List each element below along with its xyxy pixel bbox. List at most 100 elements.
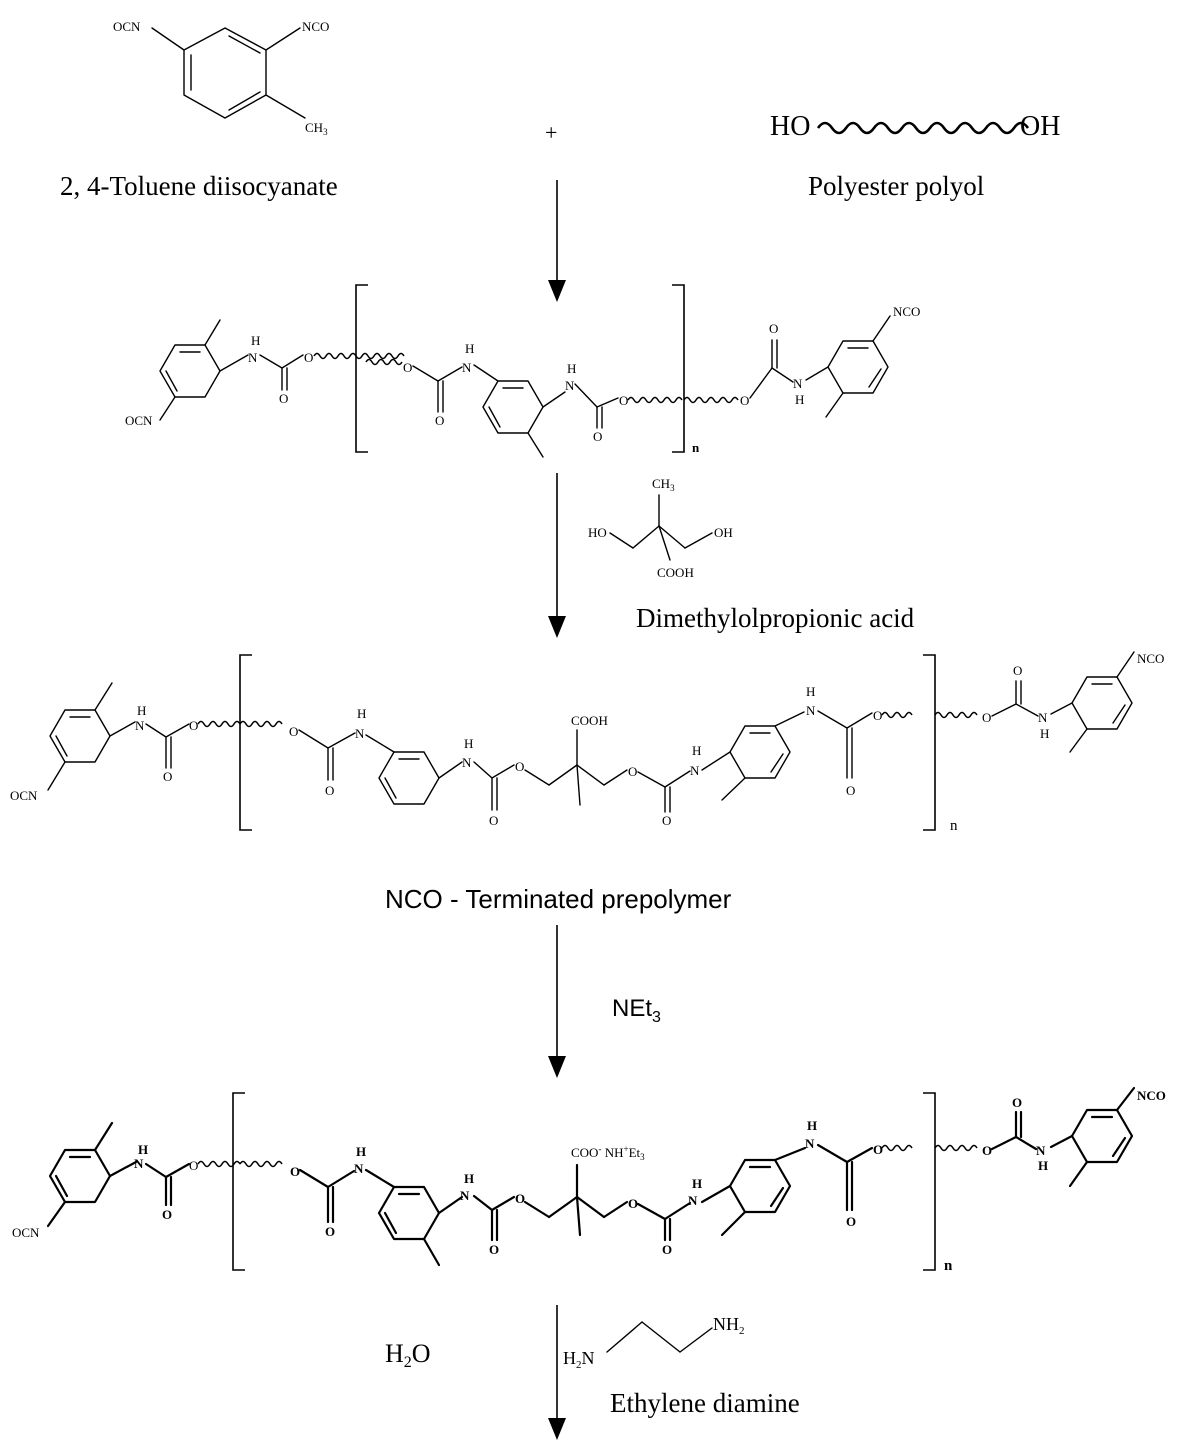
tdi-ch3-label: CH3 (305, 120, 328, 137)
eda-structure: H2N NH2 (563, 1314, 745, 1371)
svg-text:O: O (435, 413, 444, 428)
arrow-2 (548, 473, 566, 638)
svg-text:O: O (489, 1242, 499, 1257)
svg-text:O: O (873, 708, 882, 723)
prepolymer-structure: OCN H N O O O O H N H N O O (10, 651, 1164, 834)
svg-text:N: N (355, 726, 365, 741)
svg-text:N: N (248, 350, 258, 365)
svg-text:H: H (138, 1142, 148, 1157)
svg-text:N: N (135, 718, 145, 733)
svg-text:H2N: H2N (563, 1348, 595, 1371)
svg-text:HO: HO (588, 525, 607, 540)
eda-name: Ethylene diamine (610, 1388, 800, 1418)
svg-text:H: H (465, 341, 474, 356)
svg-text:O: O (740, 393, 749, 408)
svg-text:O: O (489, 813, 498, 828)
svg-text:O: O (662, 1242, 672, 1257)
svg-text:H: H (807, 1118, 817, 1133)
svg-text:O: O (982, 1143, 992, 1158)
svg-text:N: N (793, 376, 803, 391)
svg-text:H: H (1038, 1158, 1048, 1173)
svg-text:O: O (846, 1214, 856, 1229)
svg-text:COO- NH+Et3: COO- NH+Et3 (571, 1144, 645, 1162)
svg-text:H: H (357, 706, 366, 721)
svg-text:O: O (593, 429, 602, 444)
svg-text:O: O (163, 769, 172, 784)
polyol-ho-label: HO (770, 111, 810, 142)
svg-text:H: H (356, 1144, 366, 1159)
svg-text:NH2: NH2 (713, 1314, 745, 1337)
svg-text:OH: OH (714, 525, 733, 540)
svg-text:O: O (325, 1224, 335, 1239)
arrow-3 (548, 925, 566, 1078)
dmpa-name: Dimethylolpropionic acid (636, 603, 915, 633)
svg-text:H: H (1040, 726, 1049, 741)
svg-text:O: O (846, 783, 855, 798)
svg-text:H: H (567, 361, 576, 376)
svg-text:COOH: COOH (657, 565, 694, 580)
svg-text:O: O (628, 764, 637, 779)
svg-text:N: N (565, 378, 575, 393)
tdi-name: 2, 4-Toluene diisocyanate (60, 171, 338, 201)
polyol-chain (816, 121, 1030, 135)
svg-text:O: O (325, 783, 334, 798)
svg-text:H: H (806, 684, 815, 699)
svg-text:O: O (403, 360, 412, 375)
svg-text:H: H (795, 392, 804, 407)
svg-text:COOH: COOH (571, 713, 608, 728)
polyol-structure: HO OH (770, 111, 1060, 142)
svg-text:n: n (950, 818, 958, 834)
svg-text:O: O (515, 1191, 525, 1206)
svg-text:O: O (189, 718, 198, 733)
svg-text:H: H (692, 743, 701, 758)
svg-text:N: N (688, 1193, 698, 1208)
svg-text:H: H (137, 703, 146, 718)
svg-text:O: O (289, 724, 298, 739)
polyol-name: Polyester polyol (808, 171, 984, 201)
svg-text:N: N (805, 1136, 815, 1151)
svg-text:O: O (304, 350, 313, 365)
svg-text:O: O (982, 710, 991, 725)
tdi-nco-label: NCO (302, 19, 329, 34)
svg-text:O: O (873, 1142, 883, 1157)
svg-text:H: H (692, 1176, 702, 1191)
plus-sign: + (545, 120, 557, 145)
svg-text:O: O (619, 393, 628, 408)
svg-text:N: N (462, 360, 472, 375)
neutralizer-label: NEt3 (612, 995, 661, 1026)
svg-text:NCO: NCO (1137, 651, 1164, 666)
svg-text:O: O (162, 1207, 172, 1222)
neutralized-structure: OCN H N O O O O H N H N O O (12, 1086, 1166, 1274)
svg-text:NCO: NCO (893, 304, 920, 319)
svg-text:N: N (134, 1156, 144, 1171)
arrow-1 (548, 180, 566, 302)
adduct-1-structure: OCN H N O O O O H N H N O O (125, 284, 920, 458)
svg-text:O: O (769, 321, 778, 336)
svg-text:N: N (690, 763, 700, 778)
svg-text:H: H (251, 333, 260, 348)
water-label: H2O (385, 1339, 431, 1371)
svg-text:n: n (944, 1258, 953, 1274)
prepolymer-name: NCO - Terminated prepolymer (385, 884, 732, 914)
svg-text:n: n (692, 440, 700, 455)
svg-text:N: N (354, 1161, 364, 1176)
svg-text:CH3: CH3 (652, 476, 675, 493)
svg-text:N: N (460, 1188, 470, 1203)
svg-text:N: N (806, 703, 816, 718)
tdi-structure: OCN NCO CH3 (113, 19, 329, 137)
arrow-4 (548, 1305, 566, 1440)
svg-text:O: O (290, 1164, 300, 1179)
svg-text:O: O (628, 1196, 638, 1211)
svg-text:H: H (464, 736, 473, 751)
svg-text:N: N (1038, 710, 1048, 725)
svg-text:O: O (189, 1158, 198, 1173)
svg-text:O: O (1012, 1095, 1022, 1110)
svg-text:N: N (462, 755, 472, 770)
svg-text:OCN: OCN (10, 788, 38, 803)
svg-text:O: O (279, 391, 288, 406)
tdi-ocn-label: OCN (113, 19, 141, 34)
svg-text:NCO: NCO (1137, 1088, 1166, 1103)
svg-text:OCN: OCN (125, 413, 153, 428)
